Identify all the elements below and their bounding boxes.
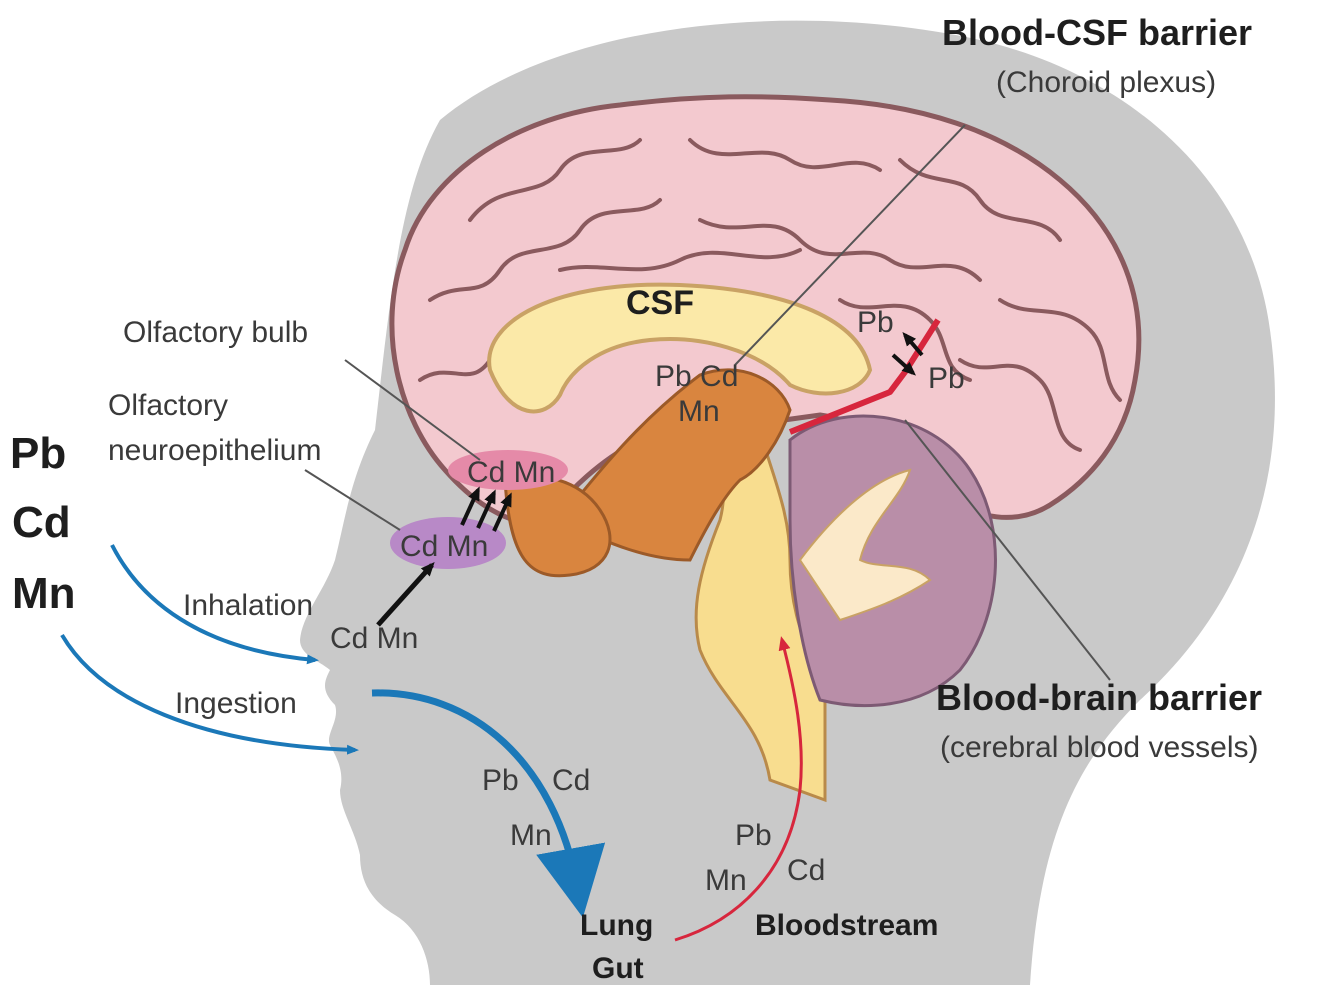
ingested-cd-label: Cd	[552, 764, 590, 797]
bbb-pb-bottom-label: Pb	[928, 362, 965, 395]
metal-label-cd: Cd	[12, 498, 71, 547]
epithelium-metals-label: Cd Mn	[400, 530, 488, 563]
csf-label: CSF	[626, 284, 694, 322]
blood-brain-barrier-title: Blood-brain barrier	[936, 677, 1262, 718]
olfactory-neuroepithelium-label-line1: Olfactory	[108, 389, 228, 422]
blood-brain-barrier-subtitle: (cerebral blood vessels)	[940, 731, 1258, 764]
csf-metals-label-line2: Mn	[678, 395, 720, 428]
blood-csf-barrier-subtitle: (Choroid plexus)	[996, 66, 1216, 99]
csf-metals-label-line1: Pb Cd	[655, 360, 738, 393]
olfactory-neuroepithelium-label-line2: neuroepithelium	[108, 434, 321, 467]
gut-label: Gut	[592, 952, 644, 985]
lung-label: Lung	[580, 909, 653, 942]
blood-csf-barrier-title: Blood-CSF barrier	[942, 12, 1252, 53]
metal-label-mn: Mn	[12, 569, 76, 618]
blood-mn-label: Mn	[705, 864, 747, 897]
ingestion-label: Ingestion	[175, 687, 297, 720]
bbb-pb-top-label: Pb	[857, 306, 894, 339]
inhaled-metals-label: Cd Mn	[330, 622, 418, 655]
blood-cd-label: Cd	[787, 854, 825, 887]
metal-label-pb: Pb	[10, 429, 66, 478]
olfactory-bulb-label: Olfactory bulb	[123, 316, 308, 349]
blood-pb-label: Pb	[735, 819, 772, 852]
bloodstream-label: Bloodstream	[755, 909, 938, 942]
ingested-pb-label: Pb	[482, 764, 519, 797]
inhalation-label: Inhalation	[183, 589, 313, 622]
ingested-mn-label: Mn	[510, 819, 552, 852]
bulb-metals-label: Cd Mn	[467, 456, 555, 489]
